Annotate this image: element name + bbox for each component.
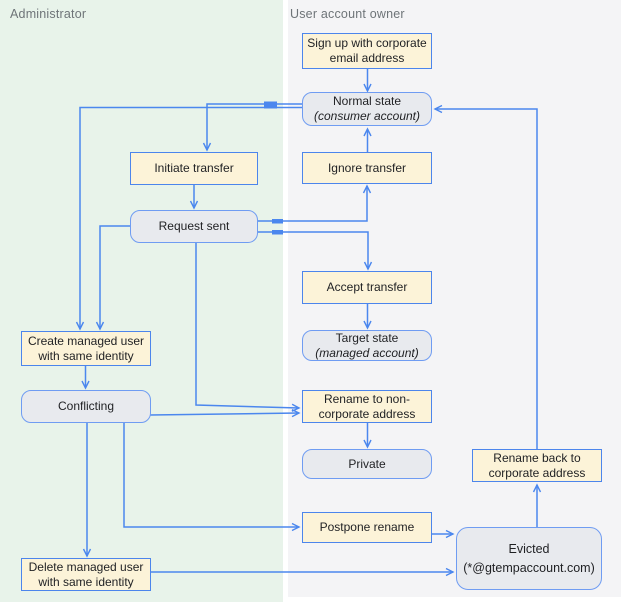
node-accept-transfer: Accept transfer — [302, 271, 432, 304]
node-evicted: Evicted (*@gtempaccount.com) — [456, 527, 602, 590]
lane-administrator-label: Administrator — [10, 7, 87, 21]
node-ignore-transfer: Ignore transfer — [302, 152, 432, 184]
node-delete-managed-user: Delete managed user with same identity — [21, 558, 151, 591]
node-initiate-transfer: Initiate transfer — [130, 152, 258, 185]
node-create-managed-user: Create managed user with same identity — [21, 331, 151, 366]
node-conflicting: Conflicting — [21, 390, 151, 423]
node-private: Private — [302, 449, 432, 479]
node-request-sent: Request sent — [130, 210, 258, 243]
node-rename-to-non-corporate: Rename to non- corporate address — [302, 390, 432, 423]
node-normal-state: Normal state (consumer account) — [302, 92, 432, 126]
lane-administrator: Administrator — [0, 0, 283, 602]
node-target-state: Target state (managed account) — [302, 330, 432, 361]
lane-user-account-owner-label: User account owner — [290, 7, 405, 21]
node-rename-back-to-corporate: Rename back to corporate address — [472, 449, 602, 482]
node-sign-up-with-corporate-email: Sign up with corporate email address — [302, 33, 432, 69]
node-postpone-rename: Postpone rename — [302, 512, 432, 543]
